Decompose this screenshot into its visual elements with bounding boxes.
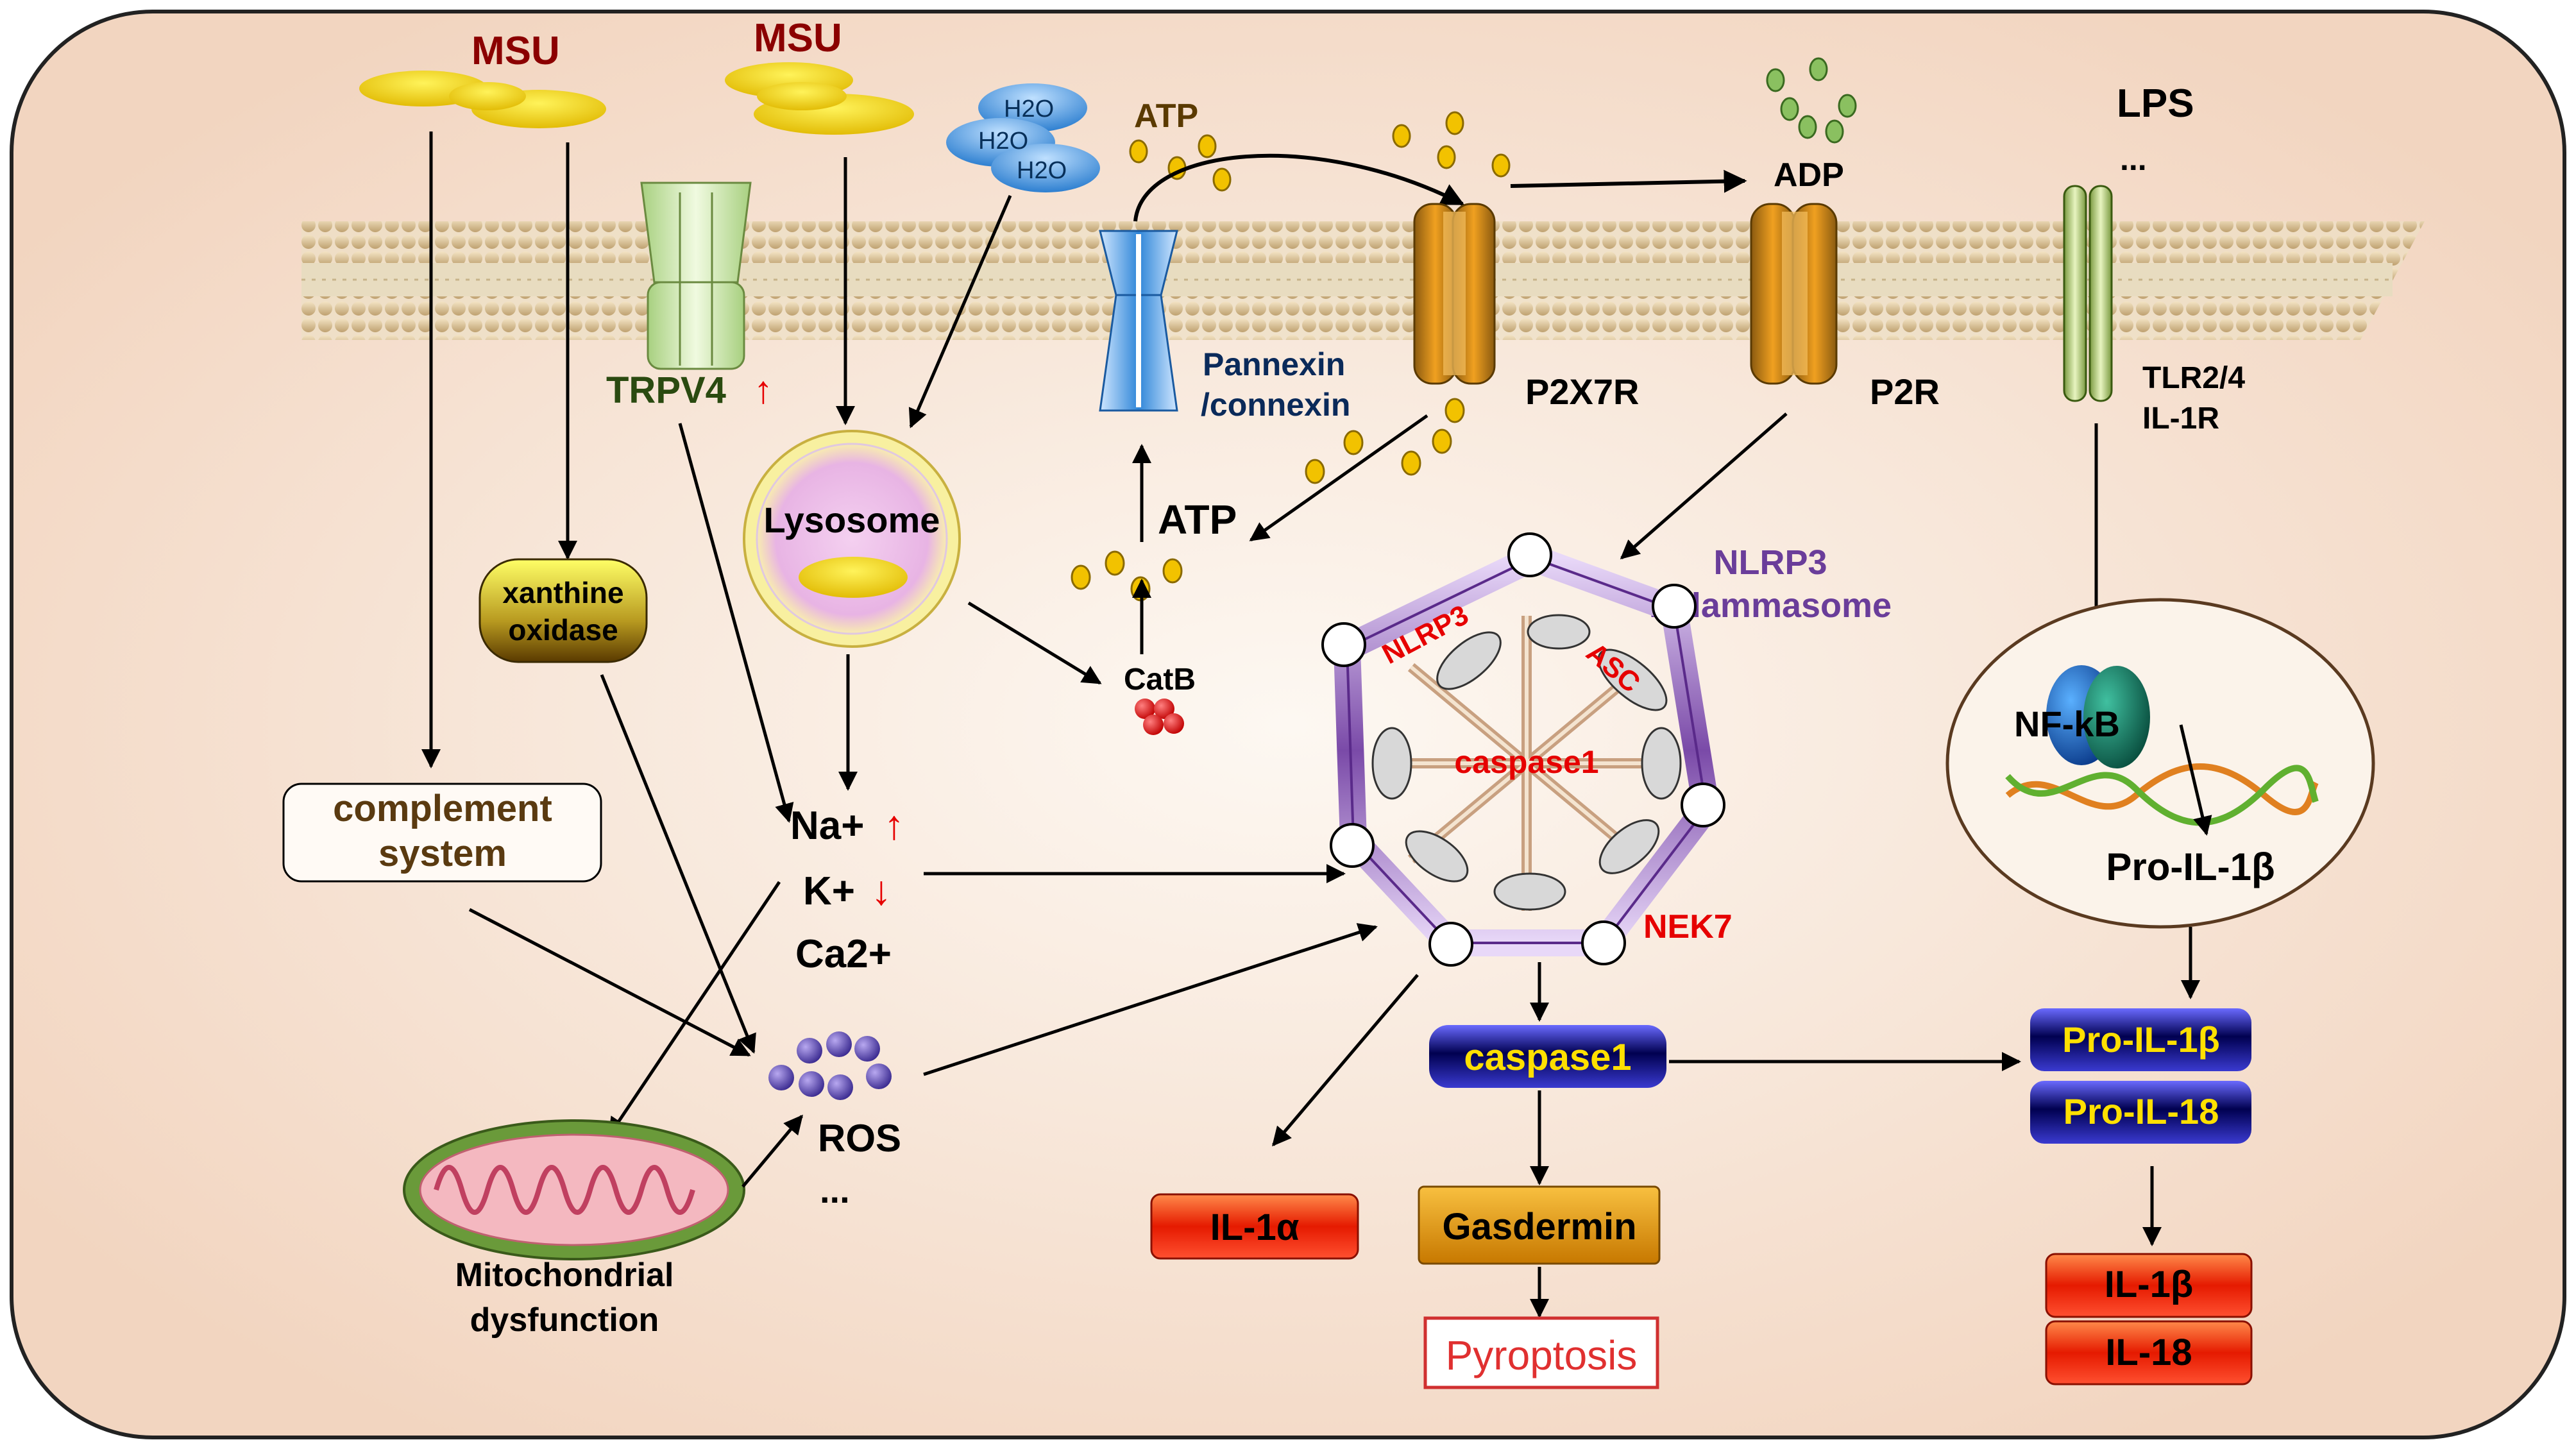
- atp-molecules-inner: [1071, 398, 1465, 602]
- arrow-nfkb-to-pro-il1b: [2179, 724, 2212, 836]
- trpv4-up-arrow: ↑: [754, 368, 773, 411]
- arrow-ros-to-inflammasome: [923, 923, 1378, 1076]
- atp-arc-arrow: [1133, 153, 1465, 222]
- gasdermin-box: [1418, 1185, 1661, 1265]
- pannexin-label-2: /connexin: [1201, 387, 1350, 423]
- caspase1-box-label: caspase1: [1464, 1037, 1631, 1078]
- catb-molecules: [1135, 699, 1184, 735]
- lps-more: ...: [2120, 141, 2147, 177]
- msu-crystals-center: [725, 62, 914, 135]
- catb-label: CatB: [1124, 663, 1196, 697]
- trpv4-channel: [640, 182, 752, 370]
- il18-label: IL-18: [2105, 1332, 2192, 1373]
- p2r-channel: [1750, 203, 1838, 385]
- atp-inner-label: ATP: [1158, 496, 1237, 543]
- tlr-label-2: IL-1R: [2142, 402, 2219, 436]
- arrow-p2x7r-to-atp-inner: [1249, 414, 1428, 542]
- caspase1-box: [1429, 1025, 1666, 1088]
- lps-label: LPS: [2117, 81, 2194, 126]
- cell-background: [10, 10, 2566, 1439]
- p2x7r-channel: [1413, 203, 1496, 385]
- k-arrow: ↓: [871, 867, 892, 913]
- arrow-p2r-to-inflammasome: [1620, 412, 1788, 559]
- lysosome: [743, 430, 961, 648]
- adp-molecules: [1766, 57, 1857, 144]
- msu-crystals-left: [359, 71, 606, 128]
- il1a-label: IL-1α: [1210, 1207, 1300, 1248]
- mito-label-1: Mitochondrial: [455, 1257, 674, 1294]
- atp-molecules-top: [1129, 111, 1511, 192]
- arrow-inflammasome-to-il1a: [1272, 974, 1419, 1147]
- adp-label: ADP: [1774, 157, 1844, 194]
- pyroptosis-box: [1423, 1316, 1659, 1389]
- lysosome-label: Lysosome: [764, 500, 940, 540]
- ros-molecules: [768, 1031, 892, 1100]
- complement-label-1: complement: [333, 788, 552, 829]
- tlr-label-1: TLR2/4: [2142, 361, 2245, 395]
- k-label: K+: [803, 869, 855, 913]
- pro-il18-label: Pro-IL-18: [2063, 1091, 2219, 1131]
- h2o-label-1: H2O: [1004, 96, 1054, 123]
- il1b-label: IL-1β: [2105, 1264, 2194, 1305]
- il1a-box: [1150, 1193, 1359, 1260]
- ros-more: ...: [820, 1170, 850, 1210]
- pannexin-label-1: Pannexin: [1203, 346, 1345, 382]
- gasdermin-label: Gasdermin: [1443, 1206, 1637, 1248]
- msu-left-label: MSU: [471, 29, 560, 73]
- xanthine-oxidase-box: [479, 558, 648, 663]
- pyroptosis-label: Pyroptosis: [1446, 1332, 1638, 1378]
- tlr-receptor: [2063, 185, 2113, 402]
- pannexin-channel: [1099, 230, 1178, 412]
- caspase1-subunit-label: caspase1: [1454, 744, 1598, 780]
- xanthine-label-2: oxidase: [508, 613, 618, 647]
- dna-helix: [2005, 763, 2319, 826]
- pro-il1b-box: [2030, 1008, 2251, 1071]
- complement-label-2: system: [378, 833, 507, 874]
- mito-label-2: dysfunction: [470, 1301, 659, 1339]
- trpv4-label: TRPV4: [606, 369, 726, 411]
- inflammasome-title-1: NLRP3: [1713, 543, 1827, 582]
- arrow-p2x7r-to-adp: [1510, 169, 1747, 193]
- inflammasome-complex: [1321, 532, 1725, 967]
- nfkb-label: NF-kB: [2014, 704, 2120, 744]
- p2x7r-label: P2X7R: [1525, 371, 1639, 412]
- arrow-h2o-to-lysosome: [908, 195, 1012, 428]
- p2r-label: P2R: [1870, 371, 1940, 412]
- ca-label: Ca2+: [795, 932, 892, 976]
- arrow-mito-to-ros: [741, 1114, 803, 1188]
- arrow-trpv4-to-ions: [678, 423, 794, 823]
- nfkb-complex: [2046, 665, 2150, 768]
- pro-il1b-label: Pro-IL-1β: [2062, 1019, 2220, 1060]
- ros-label: ROS: [818, 1117, 901, 1160]
- nucleus-pro-il1b-label: Pro-IL-1β: [2106, 845, 2275, 888]
- na-arrow: ↑: [884, 802, 904, 848]
- arrow-xanthine-to-ros: [600, 674, 756, 1054]
- msu-center-label: MSU: [754, 16, 842, 60]
- mitochondrion: [403, 1119, 745, 1260]
- h2o-label-2: H2O: [978, 128, 1028, 155]
- arrow-complement-to-ros: [468, 908, 751, 1057]
- nek7-label: NEK7: [1643, 908, 1733, 945]
- h2o-label-3: H2O: [1017, 157, 1067, 184]
- xanthine-label-1: xanthine: [502, 576, 623, 609]
- arrow-ions-to-mitochondria: [607, 881, 781, 1137]
- il1b-box: [2045, 1253, 2253, 1318]
- nucleus: [1945, 598, 2375, 929]
- il18-box: [2045, 1320, 2253, 1385]
- h2o-molecules: H2O H2O H2O: [946, 83, 1100, 192]
- atp-top-label: ATP: [1134, 97, 1198, 135]
- na-label: Na+: [790, 804, 864, 848]
- complement-system-box: [282, 783, 602, 883]
- arrow-lysosome-to-catb: [967, 601, 1102, 685]
- pro-il18-box: [2030, 1081, 2251, 1144]
